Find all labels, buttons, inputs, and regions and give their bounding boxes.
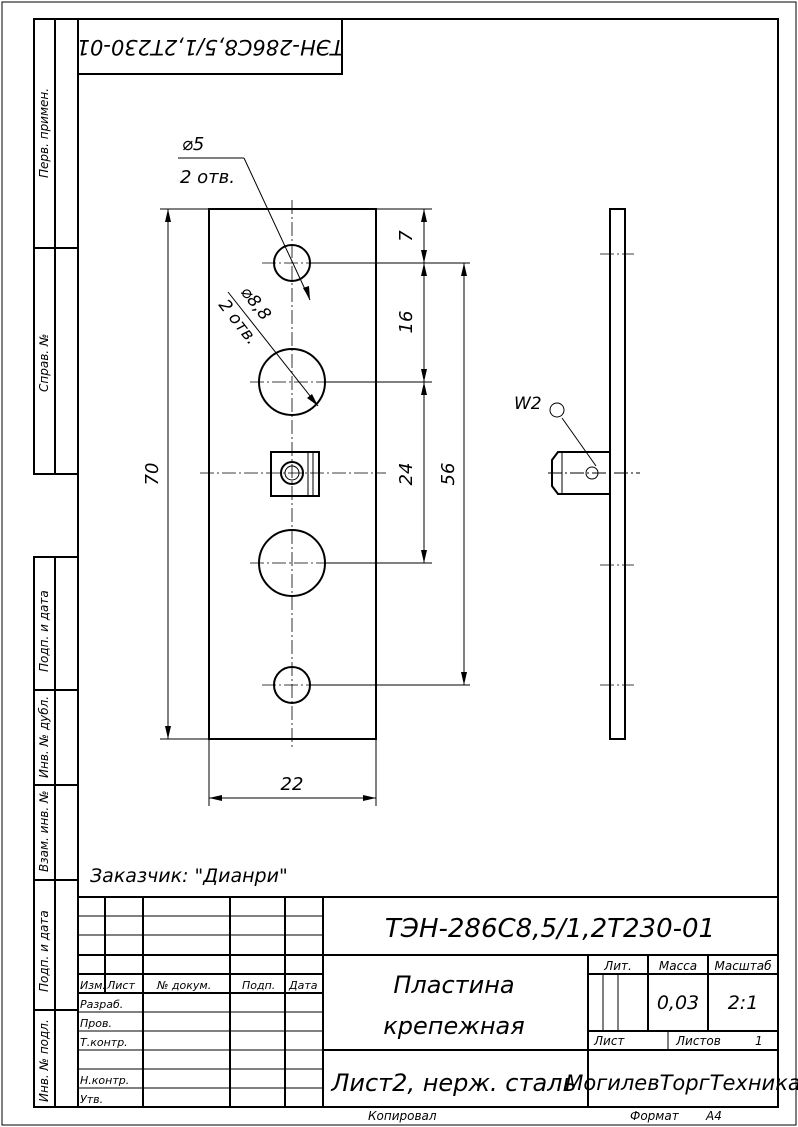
label-vzam-inv: Взам. инв. № <box>37 791 51 872</box>
row-prov: Пров. <box>80 1017 112 1030</box>
row-nkontr: Н.контр. <box>80 1074 129 1087</box>
hdr-podp: Подп. <box>242 979 275 992</box>
hdr-dokum: № докум. <box>156 979 211 992</box>
label-sprav-no: Справ. № <box>37 334 51 392</box>
rotated-stamp-box <box>77 18 343 75</box>
dim-70-text: 70 <box>142 463 163 486</box>
leader-small-hole <box>178 157 311 301</box>
material-text: Лист2, нерж. сталь <box>330 1069 576 1097</box>
dim-70 <box>160 208 209 740</box>
rotated-stamp-text: ТЭН-286С8,5/1,2Т230-01 <box>77 35 344 59</box>
company-text: МогилевТоргТехника <box>565 1071 798 1095</box>
leader-large-hole <box>227 291 319 407</box>
plate-side-view <box>548 208 640 740</box>
list-label: Лист <box>593 1034 625 1048</box>
dim-22 <box>208 739 377 806</box>
label-inv-podl: Инв. № подл. <box>37 1019 51 1102</box>
label-inv-dubl: Инв. № дубл. <box>37 696 51 778</box>
title-block <box>77 896 779 1108</box>
hdr-data: Дата <box>288 979 318 992</box>
listov-label: Листов <box>675 1034 721 1048</box>
customer-text: Заказчик: "Дианри" <box>90 865 288 887</box>
dim-56-text: 56 <box>438 463 459 486</box>
col-masshtab: Масштаб <box>714 959 772 973</box>
center-nut <box>270 451 320 497</box>
col-massa: Масса <box>659 959 697 973</box>
hole-small-count: 2 отв. <box>180 167 235 188</box>
dim-22-text: 22 <box>281 774 304 795</box>
col-lit: Лит. <box>603 959 632 973</box>
left-margin-lower <box>33 556 79 1108</box>
label-perv-primen: Перв. примен. <box>37 88 51 178</box>
side-nut <box>548 451 640 495</box>
masshtab-value: 2:1 <box>728 992 759 1014</box>
part-name-line2: крепежная <box>383 1012 524 1040</box>
dim-16-text: 16 <box>396 311 417 334</box>
row-razrab: Разраб. <box>80 998 123 1011</box>
dim-24-text: 24 <box>396 463 417 486</box>
dim-7-text: 7 <box>396 230 417 242</box>
part-name-line1: Пластина <box>393 971 514 999</box>
hdr-izm: Изм. <box>80 979 106 992</box>
label-podp-data-2: Подп. и дата <box>37 910 51 992</box>
row-utv: Утв. <box>80 1093 103 1106</box>
footer-format-label: Формат <box>630 1109 680 1123</box>
row-tkontr: Т.контр. <box>80 1036 128 1049</box>
designation-text: ТЭН-286С8,5/1,2Т230-01 <box>385 914 715 944</box>
left-margin-upper <box>33 18 79 475</box>
hole-small-label: ⌀5 <box>182 134 204 155</box>
listov-value: 1 <box>755 1034 763 1048</box>
label-podp-data-1: Подп. и дата <box>37 590 51 672</box>
weld-label: W2 <box>514 394 542 414</box>
hdr-list: Лист <box>106 979 135 992</box>
dim-chain-right <box>310 208 470 686</box>
massa-value: 0,03 <box>657 992 699 1014</box>
footer-format-value: А4 <box>705 1109 722 1123</box>
footer-kopiroval: Копировал <box>368 1109 437 1123</box>
plate-front-view <box>200 200 386 748</box>
